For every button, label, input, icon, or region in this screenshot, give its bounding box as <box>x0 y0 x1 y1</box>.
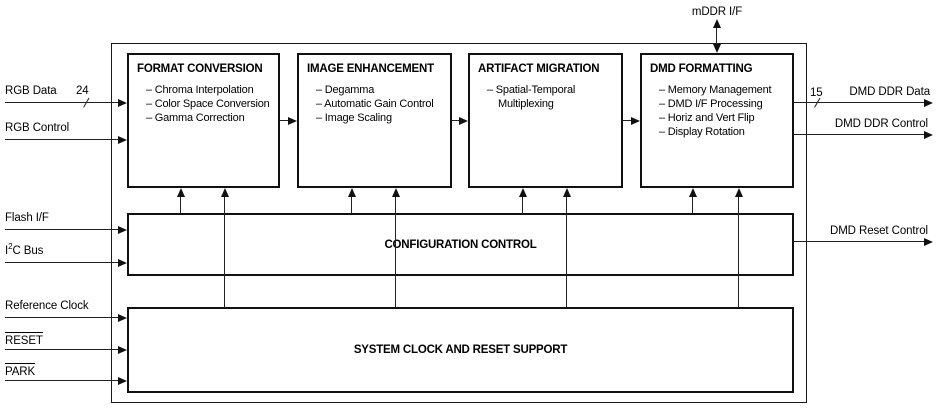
am-to-df-arrow-icon <box>631 117 640 125</box>
dmd-ddr-data-arrow-icon <box>924 99 933 107</box>
mddr-if-label: mDDR I/F <box>691 6 743 18</box>
block-item: – Memory Management <box>659 84 772 96</box>
mddr-if-arrow-down-icon <box>713 44 721 53</box>
sysclk-to-ie-wire <box>395 196 397 307</box>
artifact-migration-block: ARTIFACT MIGRATION – Spatial-Temporal Mu… <box>468 53 623 188</box>
block-item: – Chroma Interpolation <box>146 84 254 96</box>
rgb-data-arrow-icon <box>118 99 127 107</box>
ie-to-am-arrow-icon <box>459 117 468 125</box>
sysclk-to-df-wire <box>738 196 740 307</box>
sysclk-to-am-arrow-icon <box>563 188 571 197</box>
reset-label: RESET <box>5 332 43 348</box>
fc-to-ie-arrow-icon <box>288 117 297 125</box>
dmd-formatting-items: – Memory Management – DMD I/F Processing… <box>642 83 792 139</box>
config-to-df-wire <box>692 196 694 213</box>
dmd-ddr-data-label: DMD DDR Data <box>849 86 930 98</box>
config-to-ie-wire <box>351 196 353 213</box>
config-to-fc-wire <box>180 196 182 213</box>
dmd-ddr-data-bus-width: 15 <box>810 87 823 99</box>
fc-to-ie-wire <box>280 120 289 122</box>
dmd-reset-control-arrow-icon <box>924 238 933 246</box>
rgb-data-wire <box>5 102 119 104</box>
image-enhancement-title: IMAGE ENHANCEMENT <box>307 63 434 75</box>
i2c-bus-label: I2C Bus <box>5 242 44 257</box>
park-arrow-icon <box>118 377 127 385</box>
block-item: – Horiz and Vert Flip <box>659 112 755 124</box>
block-item: – Automatic Gain Control <box>316 98 434 110</box>
config-to-ie-arrow-icon <box>348 188 356 197</box>
dmd-ddr-control-wire <box>794 134 925 136</box>
system-clock-reset-block: SYSTEM CLOCK AND RESET SUPPORT <box>127 307 794 393</box>
block-item: – Degamma <box>316 84 375 96</box>
image-enhancement-items: – Degamma – Automatic Gain Control – Ima… <box>299 83 450 125</box>
ie-to-am-wire <box>452 120 460 122</box>
mddr-if-wire <box>716 26 718 47</box>
dmd-ddr-data-wire <box>794 102 925 104</box>
dmd-formatting-title: DMD FORMATTING <box>650 63 753 75</box>
reference-clock-label: Reference Clock <box>5 300 89 312</box>
reset-wire <box>5 349 119 351</box>
dmd-ddr-control-label: DMD DDR Control <box>834 118 928 130</box>
block-item: – Color Space Conversion <box>146 98 270 110</box>
i2c-bus-arrow-icon <box>118 259 127 267</box>
flash-if-arrow-icon <box>118 226 127 234</box>
config-to-df-arrow-icon <box>689 188 697 197</box>
block-item: – Display Rotation <box>659 126 745 138</box>
dmd-reset-control-wire <box>794 241 925 243</box>
sysclk-to-am-wire <box>566 196 568 307</box>
format-conversion-block: FORMAT CONVERSION – Chroma Interpolation… <box>127 53 280 188</box>
block-item: – Gamma Correction <box>146 112 245 124</box>
block-item: – Spatial-Temporal <box>487 84 576 96</box>
rgb-data-bus-width: 24 <box>76 85 89 97</box>
dmd-ddr-control-arrow-icon <box>924 131 933 139</box>
sysclk-to-fc-wire <box>224 196 226 307</box>
artifact-migration-items: – Spatial-Temporal Multiplexing <box>470 83 621 111</box>
mddr-if-arrow-up-icon <box>713 19 721 28</box>
i2c-bus-wire <box>5 262 119 264</box>
sysclk-to-df-arrow-icon <box>735 188 743 197</box>
config-to-am-arrow-icon <box>519 188 527 197</box>
chip-boundary-box <box>111 43 807 403</box>
reference-clock-wire <box>5 317 119 319</box>
config-to-fc-arrow-icon <box>177 188 185 197</box>
block-item: Multiplexing <box>498 98 554 110</box>
flash-if-wire <box>5 229 119 231</box>
park-wire <box>5 380 119 382</box>
block-item: – DMD I/F Processing <box>659 98 763 110</box>
reset-arrow-icon <box>118 346 127 354</box>
configuration-control-title: CONFIGURATION CONTROL <box>384 238 537 251</box>
dmd-reset-control-label: DMD Reset Control <box>830 225 928 237</box>
configuration-control-block: CONFIGURATION CONTROL <box>127 213 794 276</box>
flash-if-label: Flash I/F <box>5 212 49 224</box>
artifact-migration-title: ARTIFACT MIGRATION <box>478 63 600 75</box>
dmd-formatting-block: DMD FORMATTING – Memory Management – DMD… <box>640 53 794 188</box>
sysclk-to-fc-arrow-icon <box>221 188 229 197</box>
sysclk-to-ie-arrow-icon <box>392 188 400 197</box>
system-clock-reset-title: SYSTEM CLOCK AND RESET SUPPORT <box>353 344 568 356</box>
block-item: – Image Scaling <box>316 112 392 124</box>
am-to-df-wire <box>623 120 632 122</box>
rgb-control-arrow-icon <box>118 136 127 144</box>
config-to-am-wire <box>522 196 524 213</box>
format-conversion-title: FORMAT CONVERSION <box>137 63 263 75</box>
reference-clock-arrow-icon <box>118 314 127 322</box>
rgb-control-label: RGB Control <box>5 122 70 134</box>
park-label: PARK <box>5 363 35 379</box>
i2c-superscript: 2 <box>8 242 13 252</box>
image-enhancement-block: IMAGE ENHANCEMENT – Degamma – Automatic … <box>297 53 452 188</box>
rgb-data-label: RGB Data <box>5 85 57 97</box>
rgb-control-wire <box>5 139 119 141</box>
format-conversion-items: – Chroma Interpolation – Color Space Con… <box>129 83 278 125</box>
